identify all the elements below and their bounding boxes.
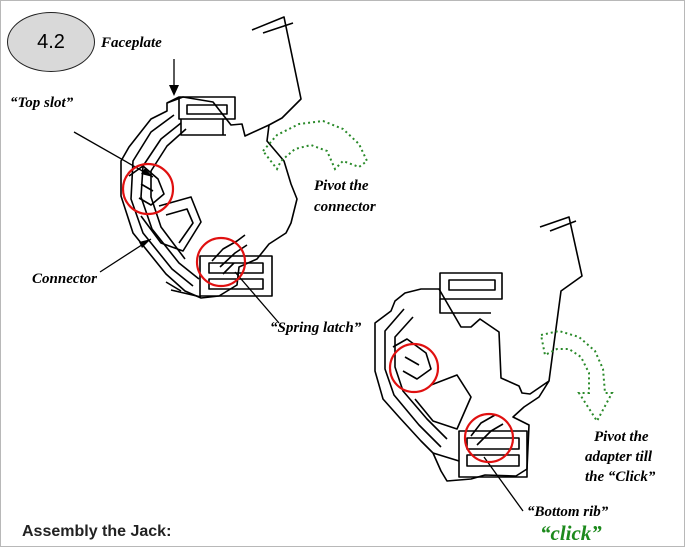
lower-top-slot-block bbox=[439, 272, 503, 300]
spring-latch-leader bbox=[234, 271, 280, 324]
pivot-arrow-connector bbox=[261, 119, 369, 171]
highlight-circle-adapter-top bbox=[388, 342, 440, 394]
upper-jack-cable bbox=[251, 16, 302, 126]
lower-jack-cable bbox=[539, 216, 583, 382]
step-number: 4.2 bbox=[37, 30, 65, 53]
lower-assembly bbox=[374, 216, 583, 482]
section-title: Assembly the Jack: bbox=[22, 523, 172, 540]
upper-top-slot-block bbox=[178, 96, 236, 120]
label-pivot-connector-line2: connector bbox=[314, 199, 376, 215]
upper-spring-latch-block bbox=[199, 255, 273, 297]
leader-lines bbox=[73, 59, 524, 512]
label-bottom-rib: “Bottom rib” bbox=[527, 504, 609, 520]
upper-assembly bbox=[120, 16, 302, 299]
label-pivot-adapter-line1: Pivot the bbox=[594, 429, 649, 445]
label-click: “click” bbox=[540, 521, 602, 545]
highlight-circle-spring-latch bbox=[195, 236, 247, 288]
top-slot-leader bbox=[73, 131, 154, 178]
lower-bottom-rib-block bbox=[458, 430, 528, 478]
label-pivot-adapter-line3: the “Click” bbox=[585, 469, 656, 485]
bottom-rib-leader bbox=[483, 456, 524, 512]
leader-arrowheads bbox=[139, 85, 179, 248]
highlight-circle-bottom-rib bbox=[463, 412, 515, 464]
pivot-arrow-adapter bbox=[539, 329, 614, 423]
label-top-slot: “Top slot” bbox=[10, 95, 74, 111]
highlight-circle-top-slot bbox=[121, 162, 175, 216]
label-pivot-adapter-line2: adapter till bbox=[585, 449, 653, 465]
upper-connector-body bbox=[120, 96, 298, 299]
label-pivot-connector-line1: Pivot the bbox=[314, 178, 369, 194]
label-faceplate: Faceplate bbox=[101, 35, 162, 51]
label-spring-latch: “Spring latch” bbox=[270, 320, 362, 336]
step-number-badge: 4.2 bbox=[7, 12, 95, 72]
label-connector: Connector bbox=[32, 271, 98, 287]
